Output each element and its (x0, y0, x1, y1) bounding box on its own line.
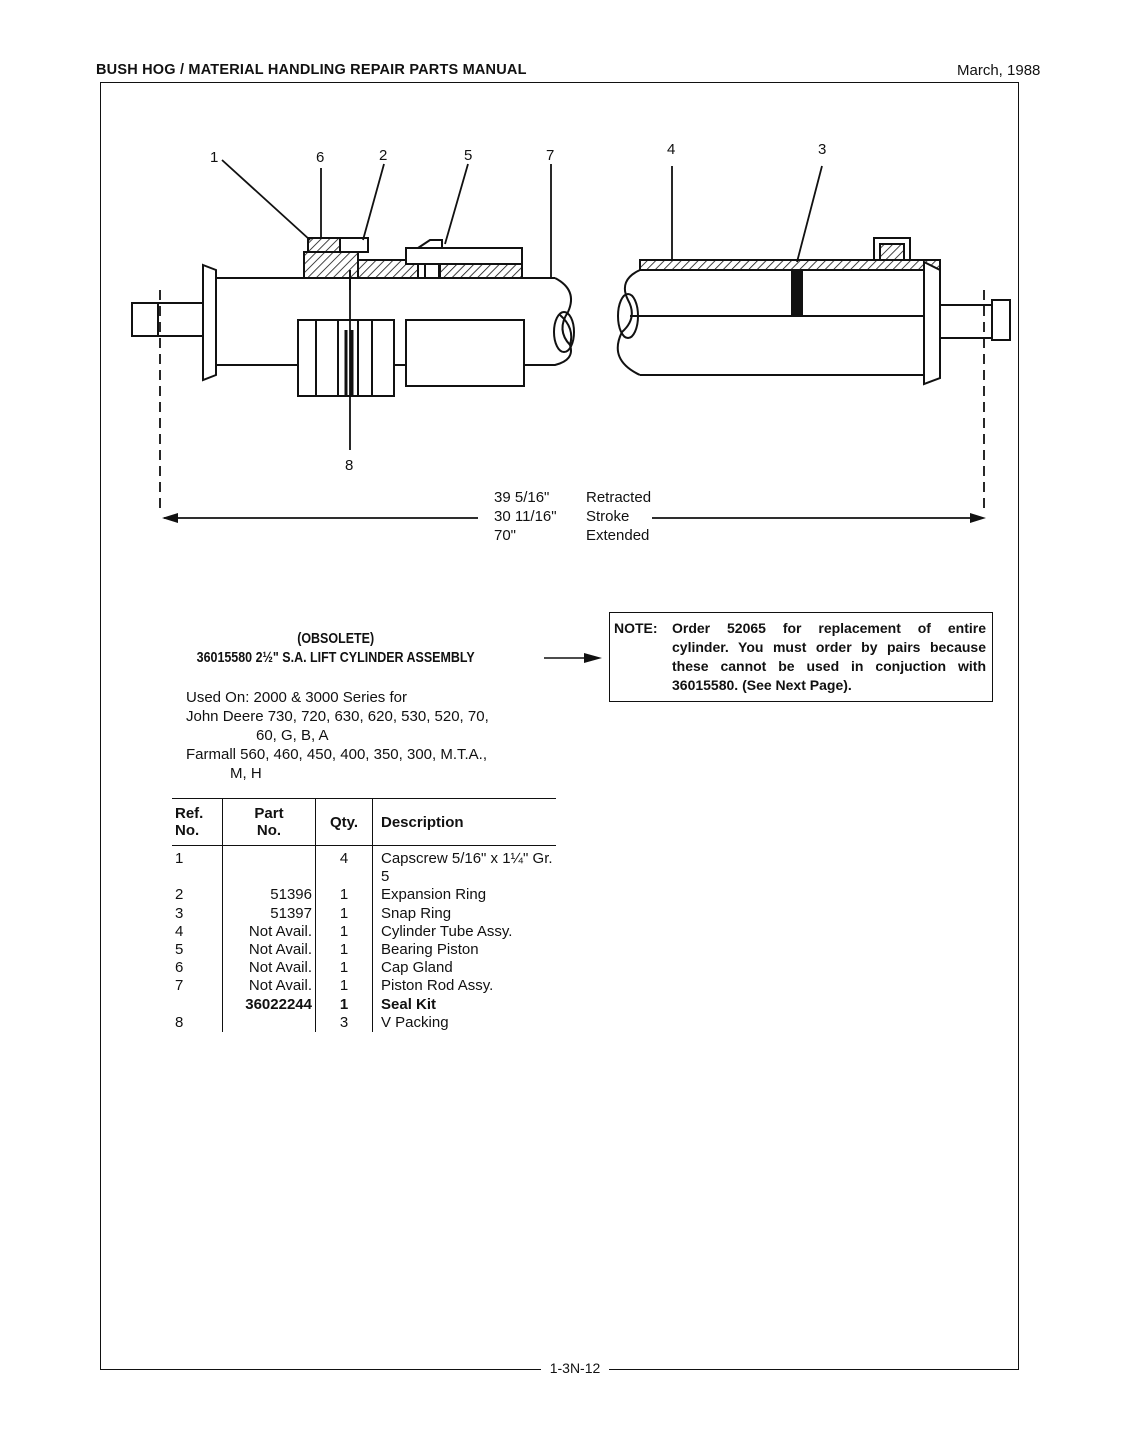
callout-6: 6 (316, 149, 324, 166)
note-box: NOTE: Order 52065 for replacement of ent… (609, 612, 993, 702)
arrow-right-icon (544, 653, 602, 663)
callout-3: 3 (818, 141, 826, 158)
dim-stroke: 30 11/16" Stroke (494, 508, 630, 525)
page-number: 1-3N-12 (549, 1360, 601, 1376)
frame-bottom-left (100, 1369, 541, 1370)
table-row: 4 Not Avail. 1 Cylinder Tube Assy. (172, 922, 556, 942)
page-frame (100, 82, 1019, 1370)
dim-extended: 70" Extended (494, 527, 650, 544)
callout-1: 1 (210, 149, 218, 166)
callout-8: 8 (345, 457, 353, 474)
table-row: 6 Not Avail. 1 Cap Gland (172, 959, 556, 978)
dim-retracted: 39 5/16" Retracted (494, 489, 652, 506)
used-on-block: Used On: 2000 & 3000 Series for John Dee… (186, 689, 489, 782)
callout-4: 4 (667, 141, 675, 158)
note-label: NOTE: (614, 620, 658, 636)
table-row: 1 4 Capscrew 5/16" x 1¼" Gr. 5 (172, 845, 556, 887)
callout-2: 2 (379, 147, 387, 164)
manual-date: March, 1988 (957, 62, 1041, 79)
table-row: 5 Not Avail. 1 Bearing Piston (172, 941, 556, 960)
cylinder-diagram: 1 6 2 5 7 4 3 8 (131, 141, 1011, 523)
dimension-labels: 39 5/16" Retracted 30 11/16" Stroke 70" … (494, 488, 651, 545)
assembly-title: 36015580 2½" S.A. LIFT CYLINDER ASSEMBLY (196, 650, 475, 666)
assembly-status: (OBSOLETE) (297, 631, 375, 647)
table-row: 36022244 1 Seal Kit (172, 995, 556, 1014)
table-row: 7 Not Avail. 1 Piston Rod Assy. (172, 977, 556, 996)
assembly-title-block: (OBSOLETE) 36015580 2½" S.A. LIFT CYLIND… (180, 630, 491, 668)
table-row: 8 3 V Packing (172, 1013, 556, 1033)
note-text: Order 52065 for replacement of entire cy… (672, 620, 986, 693)
parts-table: Ref. No. Part No. Qty. Description 1 4 C… (172, 798, 556, 1033)
table-row: 3 51397 1 Snap Ring (172, 904, 556, 923)
parts-table-header: Ref. No. Part No. Qty. Description (172, 798, 556, 846)
callout-5: 5 (464, 147, 472, 164)
table-row: 2 51396 1 Expansion Ring (172, 886, 556, 905)
frame-bottom-right (609, 1369, 1019, 1370)
manual-title: BUSH HOG / MATERIAL HANDLING REPAIR PART… (96, 62, 527, 78)
left-pin (131, 302, 159, 337)
callout-7: 7 (546, 147, 554, 164)
